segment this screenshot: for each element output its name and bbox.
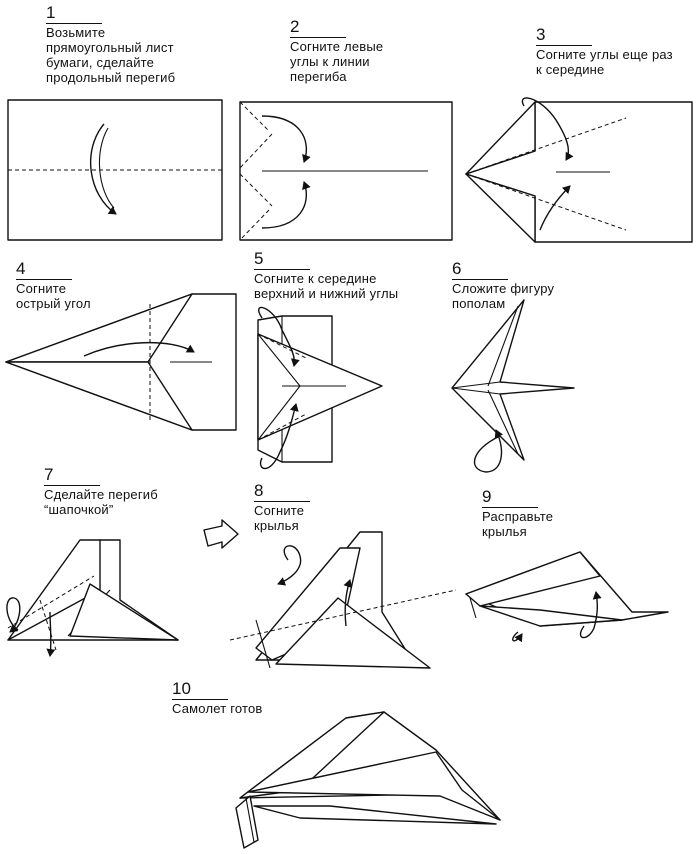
step-4-number: 4: [16, 259, 26, 278]
step-2-illustration: [239, 101, 453, 241]
step-8-label: 8 Согните крылья: [254, 482, 310, 533]
step-1-text-line: Возьмите: [46, 25, 106, 40]
step-3-text-line: к середине: [536, 62, 605, 77]
step-8-text-line: крылья: [254, 518, 299, 533]
step-3-label: 3 Согните углы еще раз к середине: [536, 26, 673, 77]
step-8-text-line: Согните: [254, 503, 305, 518]
step-2-number: 2: [290, 17, 300, 36]
step-5-number: 5: [254, 249, 264, 268]
step-3-text-line: Согните углы еще раз: [536, 47, 673, 62]
step-2-label: 2 Согните левые углы к линии перегиба: [290, 18, 383, 84]
step-3-illustration: [465, 97, 693, 243]
step-6-number: 6: [452, 259, 462, 278]
step-10-text-line: Самолет готов: [172, 701, 263, 716]
step-8-number: 8: [254, 481, 264, 500]
step-7-label: 7 Сделайте перегиб “шапочкой”: [44, 466, 158, 517]
step-7-illustration: [6, 539, 179, 657]
step-2-text-line: Согните левые: [290, 39, 384, 54]
step-10-illustration: [235, 711, 501, 849]
step-1-label: 1 Возьмите прямоугольный лист бумаги, сд…: [46, 4, 175, 85]
step-2-text-line: перегиба: [290, 69, 347, 84]
step-4-text-line: острый угол: [16, 296, 91, 311]
step-5-illustration: [257, 306, 383, 470]
step-4-illustration: [5, 293, 237, 431]
step-7-text-line: Сделайте перегиб: [44, 487, 158, 502]
step-9-text-line: крылья: [482, 524, 527, 539]
step-1-number: 1: [46, 3, 56, 22]
step-5-label: 5 Согните к середине верхний и нижний уг…: [254, 250, 398, 301]
step-1-text-line: продольный перегиб: [46, 70, 176, 85]
step-9-text-line: Расправьте: [482, 509, 554, 524]
step-5-text-line: Согните к середине: [254, 271, 377, 286]
step-1-text-line: бумаги, сделайте: [46, 55, 155, 70]
step-6-text-line: пополам: [452, 296, 506, 311]
step-4-text-line: Согните: [16, 281, 67, 296]
step-6-label: 6 Сложите фигуру пополам: [452, 260, 554, 311]
step-10-label: 10 Самолет готов: [172, 680, 263, 716]
step-6-text-line: Сложите фигуру: [452, 281, 555, 296]
step-7-text-line: “шапочкой”: [44, 502, 114, 517]
step-8-illustration: [229, 531, 457, 669]
step-6-illustration: [451, 299, 575, 473]
transition-arrow-icon: [203, 519, 239, 549]
step-3-number: 3: [536, 25, 546, 44]
step-4-label: 4 Согните острый угол: [16, 260, 91, 311]
step-1-illustration: [7, 99, 223, 241]
step-5-text-line: верхний и нижний углы: [254, 286, 399, 301]
step-10-number: 10: [172, 679, 191, 698]
step-9-label: 9 Расправьте крылья: [482, 488, 553, 539]
step-1-text-line: прямоугольный лист: [46, 40, 174, 55]
step-7-number: 7: [44, 465, 54, 484]
step-9-illustration: [465, 551, 669, 643]
step-9-number: 9: [482, 487, 492, 506]
step-2-text-line: углы к линии: [290, 54, 370, 69]
